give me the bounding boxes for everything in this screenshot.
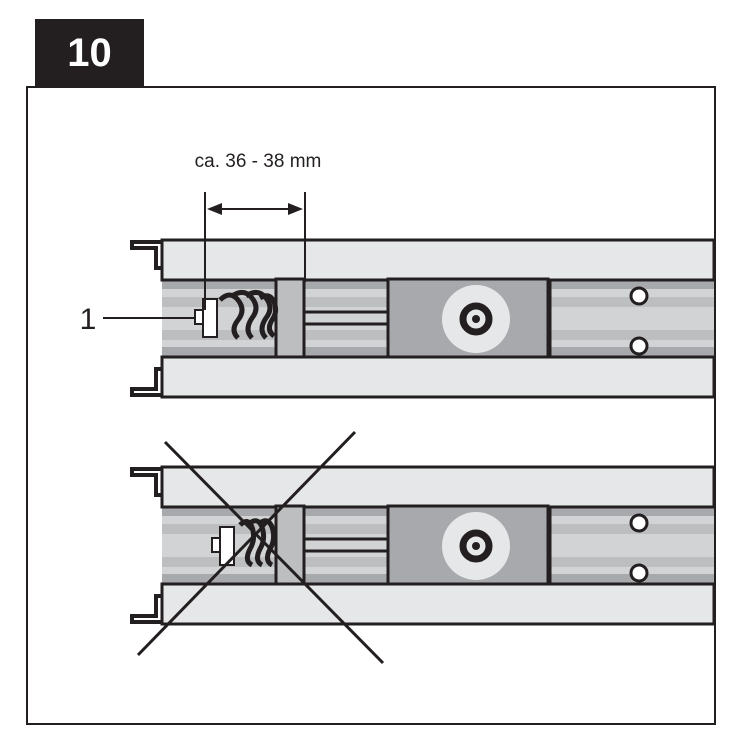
correct-assembly — [132, 240, 714, 397]
diagram-frame — [26, 86, 716, 725]
dimension-indicator — [204, 192, 306, 310]
nut-part — [211, 537, 221, 553]
callout-number: 1 — [80, 303, 97, 336]
incorrect-cross-mark — [136, 430, 385, 665]
washer-part — [202, 298, 218, 338]
incorrect-assembly — [132, 467, 714, 624]
step-number: 10 — [67, 31, 112, 75]
dimension-label: ca. 36 - 38 mm — [195, 151, 322, 172]
nut-part — [194, 309, 204, 325]
step-number-badge: 10 — [35, 19, 144, 88]
spring-relaxed — [218, 290, 279, 340]
